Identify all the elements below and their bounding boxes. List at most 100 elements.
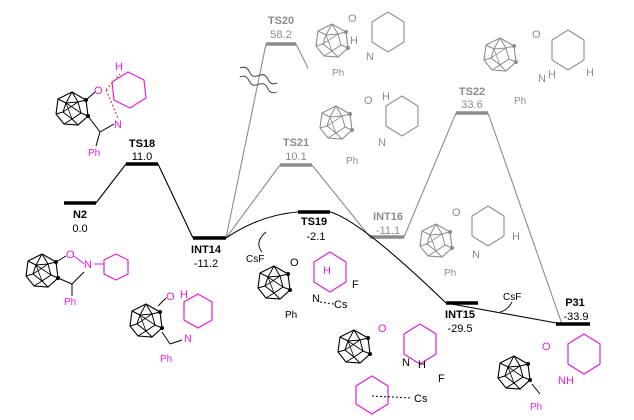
path-n2-ts18 bbox=[95, 163, 127, 204]
atom-o: O bbox=[532, 29, 541, 41]
carborane-cage-icon bbox=[337, 329, 373, 364]
carborane-cage-icon bbox=[419, 223, 455, 258]
path-ts20-down bbox=[295, 43, 309, 69]
csf-out-arrow bbox=[499, 301, 513, 313]
value-p31: -33.9 bbox=[563, 311, 588, 323]
structure-ts22: O N H H Ph bbox=[483, 29, 594, 107]
atom-h: H bbox=[323, 265, 331, 277]
atom-nh: NH bbox=[558, 375, 574, 387]
atom-cs: Cs bbox=[334, 299, 348, 311]
label-ts19: TS19 bbox=[301, 216, 327, 228]
label-int16: INT16 bbox=[373, 211, 403, 223]
atom-n: N bbox=[312, 293, 320, 305]
atom-o: O bbox=[66, 249, 75, 261]
atom-n: N bbox=[366, 51, 374, 63]
wavy-break-top bbox=[239, 66, 278, 85]
label-int14: INT14 bbox=[191, 244, 222, 256]
atom-n: N bbox=[378, 137, 386, 149]
csf-in-arrow bbox=[258, 231, 267, 253]
atom-o: O bbox=[542, 341, 551, 353]
path-ts21-int16 bbox=[311, 164, 371, 238]
wavy-break-bottom bbox=[239, 75, 277, 94]
benzene-ring bbox=[111, 71, 147, 109]
structure-ts19: O H F N Cs Ph bbox=[257, 251, 359, 321]
benzene-ring bbox=[551, 29, 585, 71]
label-ts18: TS18 bbox=[129, 138, 155, 150]
carborane-cage-icon bbox=[315, 23, 351, 58]
value-ts21: 10.1 bbox=[285, 151, 306, 163]
atom-o: O bbox=[452, 207, 461, 219]
value-int14: -11.2 bbox=[194, 258, 218, 270]
path-int14-ts21 bbox=[225, 164, 281, 239]
label-ts21: TS21 bbox=[283, 137, 309, 149]
phenyl-label: Ph bbox=[88, 148, 100, 159]
carborane-cage-icon bbox=[25, 253, 61, 288]
path-ts22-p31 bbox=[487, 112, 563, 325]
phenyl-label: Ph bbox=[64, 297, 76, 308]
atom-n: N bbox=[84, 259, 92, 271]
atom-h: H bbox=[180, 289, 188, 301]
benzene-ring bbox=[567, 333, 601, 375]
atom-n: N bbox=[114, 119, 122, 131]
phenyl-label: Ph bbox=[530, 402, 542, 413]
gray-pathways bbox=[225, 42, 563, 325]
phenyl-ring bbox=[355, 375, 389, 415]
benzene-ring bbox=[385, 95, 419, 137]
atom-o: O bbox=[290, 257, 299, 269]
benzene-ring bbox=[403, 323, 437, 365]
value-int16: -11.1 bbox=[376, 225, 400, 237]
atom-o: O bbox=[166, 291, 175, 303]
benzene-ring bbox=[183, 293, 213, 329]
atom-o: O bbox=[378, 323, 387, 335]
carborane-cage-icon bbox=[483, 37, 519, 72]
path-ts19-int15 bbox=[329, 211, 447, 304]
structure-int14: O H N Ph bbox=[129, 289, 213, 365]
path-int16-ts22 bbox=[403, 112, 457, 238]
value-n2: 0.0 bbox=[72, 223, 87, 235]
benzene-ring bbox=[103, 253, 129, 281]
atom-h: H bbox=[586, 67, 594, 79]
atom-h: H bbox=[115, 61, 123, 73]
label-n2: N2 bbox=[73, 209, 87, 221]
atom-n: N bbox=[472, 249, 480, 261]
phenyl-label: Ph bbox=[285, 310, 297, 321]
main-pathway bbox=[64, 162, 590, 326]
atom-o: O bbox=[364, 95, 373, 107]
phenyl-label: Ph bbox=[332, 68, 344, 79]
atom-h: H bbox=[382, 91, 390, 103]
value-int15: -29.5 bbox=[447, 323, 472, 335]
value-ts22: 33.6 bbox=[461, 99, 482, 111]
value-ts20: 58.2 bbox=[270, 29, 291, 41]
path-int14-ts19 bbox=[225, 211, 299, 239]
path-int15-p31 bbox=[445, 302, 563, 325]
atom-n: N bbox=[402, 357, 410, 369]
phenyl-label: Ph bbox=[160, 354, 172, 365]
reagent-labels: CsF CsF bbox=[246, 231, 521, 313]
atom-h: H bbox=[548, 69, 556, 81]
structure-int16: O N H Ph bbox=[419, 205, 520, 279]
label-ts20: TS20 bbox=[268, 15, 294, 27]
structure-csf-complex: O N H F Cs bbox=[337, 323, 445, 415]
path-ts18-int14 bbox=[157, 163, 194, 239]
atom-n: N bbox=[184, 333, 192, 345]
atom-cs: Cs bbox=[414, 393, 428, 405]
label-p31: P31 bbox=[565, 297, 585, 309]
phenyl-label: Ph bbox=[444, 268, 456, 279]
carborane-cage-icon bbox=[497, 355, 533, 390]
atom-n: N bbox=[538, 73, 546, 85]
benzene-ring bbox=[371, 11, 405, 53]
value-ts19: -2.1 bbox=[307, 231, 326, 243]
structure-ts21: O H N Ph bbox=[319, 91, 419, 167]
atom-o: O bbox=[94, 85, 103, 97]
value-ts18: 11.0 bbox=[132, 151, 153, 163]
benzene-ring bbox=[313, 251, 347, 293]
carborane-cage-icon bbox=[129, 303, 165, 338]
benzene-ring bbox=[471, 205, 505, 247]
atom-o: O bbox=[348, 13, 357, 25]
label-int15: INT15 bbox=[445, 309, 475, 321]
atom-h: H bbox=[350, 35, 358, 47]
carborane-cage-icon bbox=[55, 91, 91, 126]
carborane-cage-icon bbox=[257, 265, 293, 300]
carborane-cage-icon bbox=[319, 105, 355, 140]
